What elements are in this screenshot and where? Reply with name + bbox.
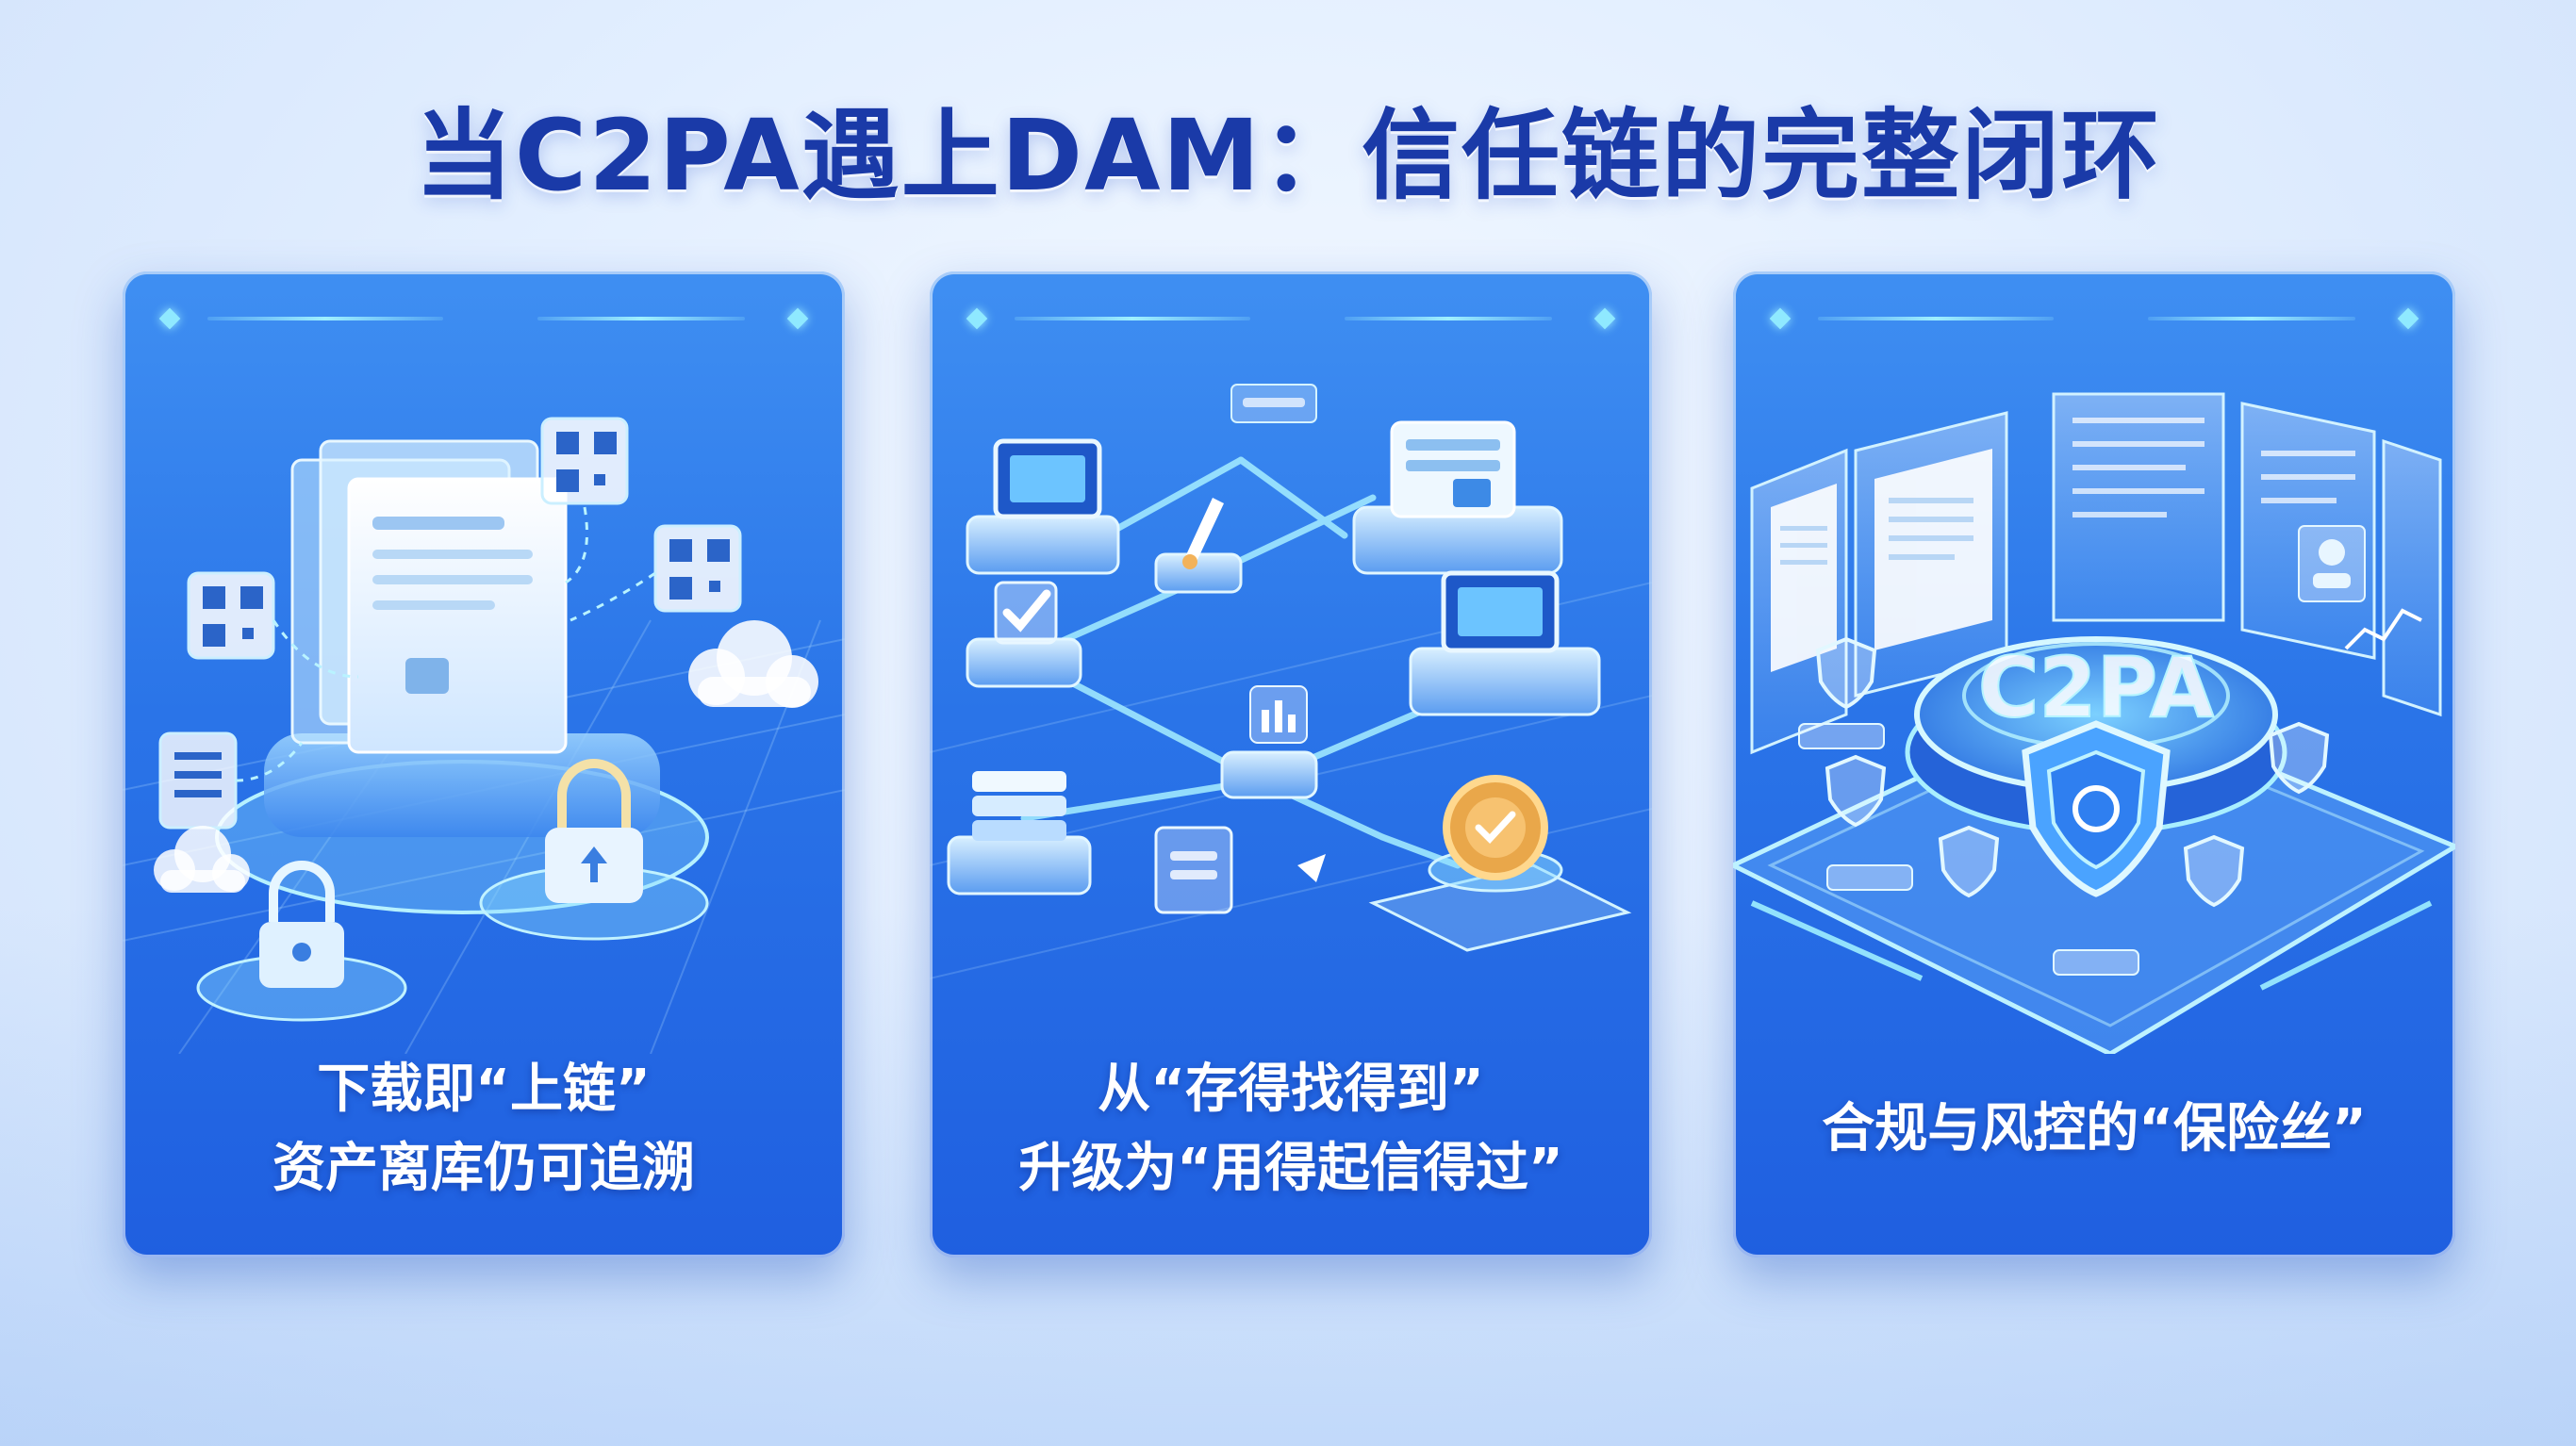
card-topbar (123, 307, 845, 330)
caption-line: 下载即“上链” (317, 1059, 651, 1120)
chart-icon (2344, 608, 2422, 650)
card-illustration: C2PA (1733, 392, 2455, 1054)
pen-icon (1154, 498, 1243, 594)
laptop-icon (1409, 570, 1601, 716)
cloud-icon (688, 620, 818, 708)
profile-icon (2298, 525, 2366, 602)
arrow-icon (1297, 854, 1326, 882)
c2pa-badge-text: C2PA (1978, 639, 2214, 736)
lock-icon (196, 861, 407, 1022)
card-illustration (930, 384, 1652, 979)
document-stack-icon (290, 439, 568, 754)
card-illustration (123, 417, 845, 1054)
checkmark-icon (966, 581, 1082, 688)
card-topbar (1733, 307, 2455, 330)
shield-icon (1815, 636, 2330, 908)
card-compliance-fuse: C2PA 合规与风控的“保险丝” (1733, 271, 2455, 1257)
card-topbar (930, 307, 1652, 330)
laptop-icon (966, 438, 1120, 575)
label-chip-icon (1230, 384, 1317, 423)
document-badge-icon (1154, 826, 1233, 914)
shield-icon (2022, 720, 2171, 897)
chart-node-icon (1220, 685, 1318, 799)
caption-line: 从“存得找得到” (1098, 1059, 1484, 1120)
lock-icon (479, 759, 709, 941)
database-icon (947, 771, 1092, 896)
coin-icon (1368, 775, 1632, 952)
card-download-traceable: 下载即“上链” 资产离库仍可追溯 (123, 271, 845, 1257)
server-icon (1352, 420, 1563, 575)
cloud-icon (154, 826, 250, 893)
caption-line: 升级为“用得起信得过” (1018, 1138, 1563, 1199)
page-title: 当C2PA遇上DAM：信任链的完整闭环 (414, 98, 2162, 213)
card-caption: 合规与风控的“保险丝” (1733, 1090, 2455, 1169)
card-caption: 从“存得找得到” 升级为“用得起信得过” (930, 1050, 1652, 1208)
card-findable-trustworthy: 从“存得找得到” 升级为“用得起信得过” (930, 271, 1652, 1257)
caption-line: 合规与风控的“保险丝” (1822, 1098, 2367, 1159)
card-caption: 下载即“上链” 资产离库仍可追溯 (123, 1050, 845, 1208)
caption-line: 资产离库仍可追溯 (272, 1138, 695, 1199)
